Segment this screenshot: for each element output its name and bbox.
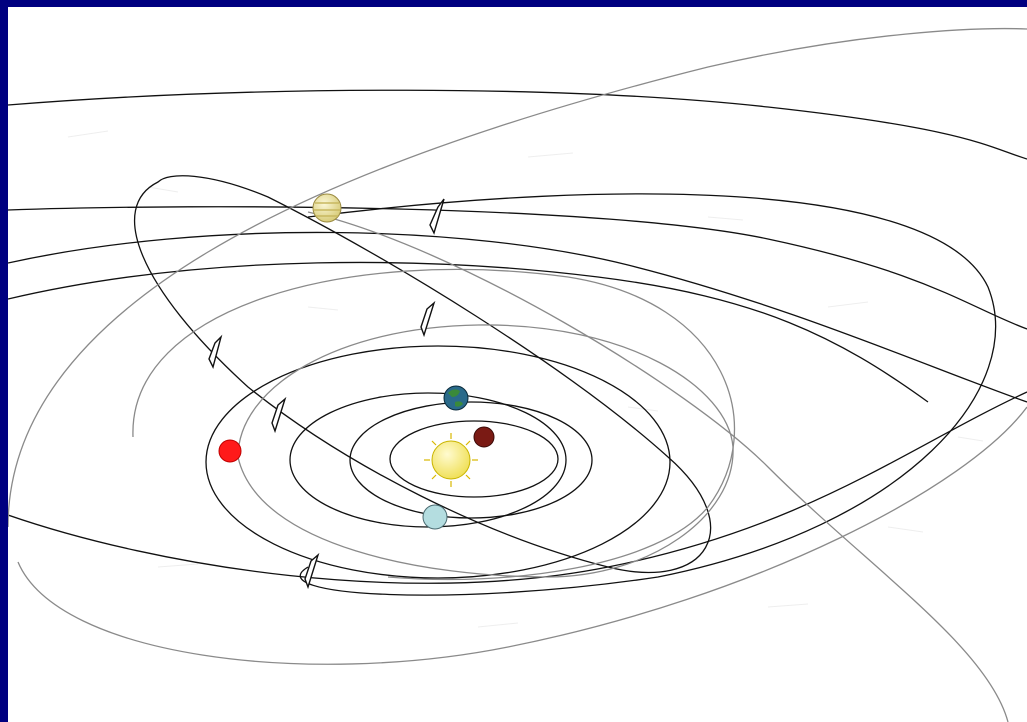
comet-orbit-1	[8, 27, 1027, 528]
orbit-large-loop	[299, 193, 997, 596]
orbit-outer-4	[8, 261, 929, 403]
venus-planet	[422, 504, 448, 530]
background-texture	[67, 130, 984, 628]
orbit-outer-1	[8, 89, 1027, 160]
comet-orbit-5	[237, 324, 734, 578]
asteroid-icon	[271, 396, 287, 434]
asteroid-icon	[208, 334, 223, 369]
orbit-venus	[349, 401, 593, 519]
comet-orbit-2	[17, 406, 1027, 665]
orbit-outer-5	[8, 391, 1027, 584]
comet-orbit-4	[307, 211, 1009, 722]
asteroids	[208, 198, 445, 590]
orbit-mercury	[389, 420, 559, 498]
asteroid-icon	[429, 198, 445, 235]
orbit-mars	[205, 345, 671, 579]
comet-orbits	[8, 27, 1027, 722]
sun-icon	[424, 433, 478, 487]
earth-planet	[443, 385, 469, 411]
orbit-tilted-comet	[134, 175, 712, 573]
orbit-outer-2	[8, 206, 1027, 330]
asteroid-icon	[304, 552, 320, 590]
orbit-diagram-svg	[8, 27, 1027, 722]
jupiter-planet	[312, 193, 342, 223]
comet-orbit-3	[132, 268, 736, 581]
orbit-outer-3	[8, 231, 1027, 403]
mars-planet	[218, 439, 242, 463]
planet-orbits	[8, 89, 1027, 596]
solar-system-diagram	[8, 7, 1027, 722]
asteroid-icon	[420, 300, 436, 338]
mercury-planet	[473, 426, 495, 448]
